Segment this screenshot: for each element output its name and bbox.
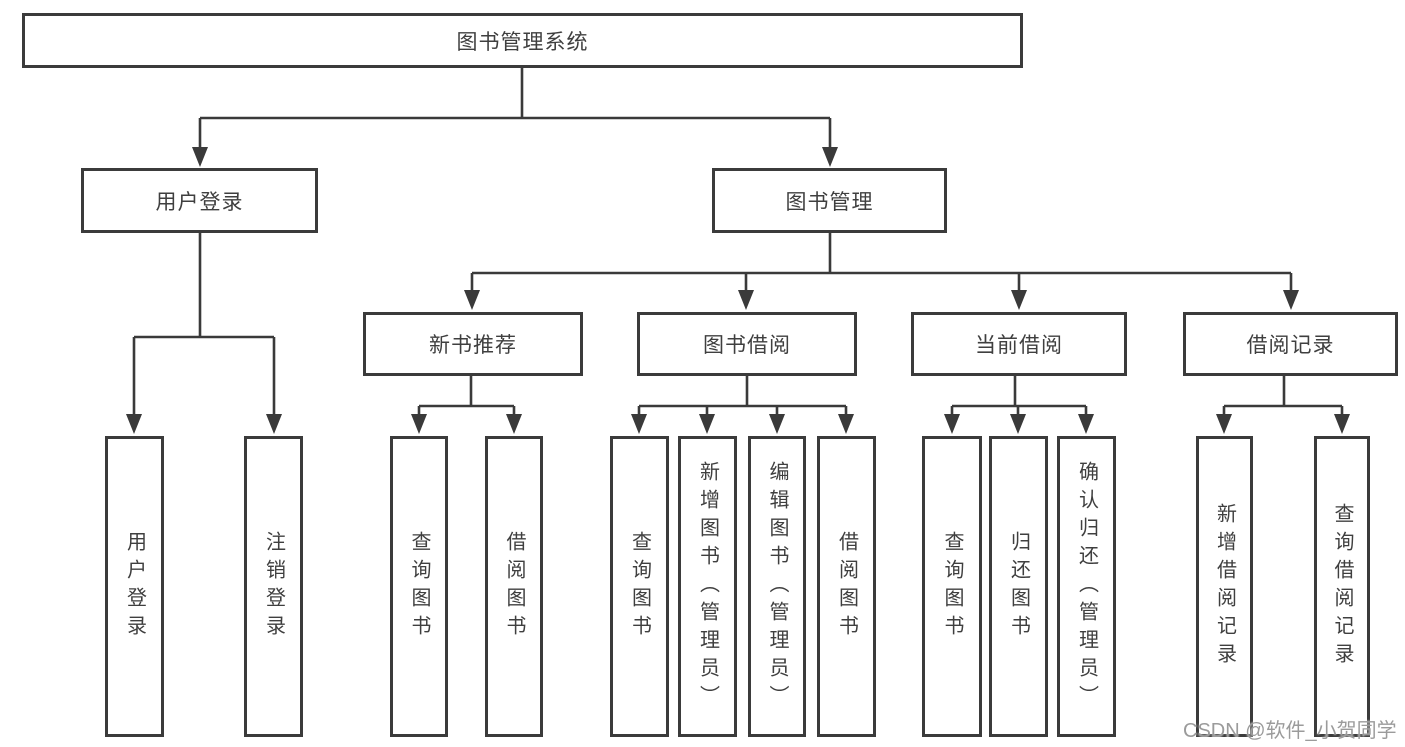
arrowhead	[838, 414, 854, 434]
leaf-current-query-books: 查询图书	[922, 436, 982, 737]
leaf-label: 归还图书	[1007, 530, 1030, 643]
leaf-records-add-record: 新增借阅记录	[1196, 436, 1253, 737]
node-user-login: 用户登录	[81, 168, 318, 233]
leaf-borrow-query-books: 查询图书	[610, 436, 669, 737]
leaf-label: 编辑图书（管理员）	[766, 460, 788, 713]
leaf-label: 查询图书	[408, 530, 430, 643]
connector-book-borrow-branch	[637, 376, 848, 415]
arrowhead	[506, 414, 522, 434]
csdn-watermark: CSDN @软件_小贺同学	[1183, 720, 1397, 742]
node-current-borrow: 当前借阅	[911, 312, 1127, 376]
arrowhead	[822, 147, 838, 167]
leaf-label: 查询图书	[628, 530, 651, 643]
arrowhead	[464, 290, 480, 310]
arrowhead	[699, 414, 715, 434]
leaf-label: 确认归还（管理员）	[1075, 460, 1098, 713]
leaf-newbook-query-books: 查询图书	[390, 436, 448, 737]
arrowhead	[738, 290, 754, 310]
leaf-logout: 注销登录	[244, 436, 303, 737]
leaf-newbook-borrow-books: 借阅图书	[485, 436, 543, 737]
leaf-current-return-books: 归还图书	[989, 436, 1048, 737]
arrowhead	[1010, 414, 1026, 434]
leaf-label: 新增图书（管理员）	[696, 460, 719, 713]
leaf-borrow-borrow-books: 借阅图书	[817, 436, 876, 737]
connector-borrow-records-branch	[1222, 376, 1344, 415]
leaf-label: 借阅图书	[835, 530, 858, 643]
leaf-label: 新增借阅记录	[1213, 502, 1236, 671]
node-book-management: 图书管理	[712, 168, 947, 233]
leaf-borrow-add-books-admin: 新增图书（管理员）	[678, 436, 737, 737]
connector-new-book-branch	[417, 376, 516, 415]
leaf-label: 查询图书	[941, 530, 963, 643]
leaf-label: 注销登录	[262, 530, 285, 643]
arrowhead	[1078, 414, 1094, 434]
node-root-library-system: 图书管理系统	[22, 13, 1023, 68]
arrowhead	[126, 414, 142, 434]
connector-user-login-branch	[132, 233, 276, 415]
leaf-current-confirm-return-admin: 确认归还（管理员）	[1057, 436, 1116, 737]
arrowhead	[1334, 414, 1350, 434]
arrowhead	[631, 414, 647, 434]
node-new-book-recommend: 新书推荐	[363, 312, 583, 376]
connector-current-borrow-branch	[950, 376, 1088, 415]
leaf-borrow-edit-books-admin: 编辑图书（管理员）	[748, 436, 806, 737]
node-book-borrow: 图书借阅	[637, 312, 857, 376]
leaf-label: 用户登录	[123, 530, 146, 643]
arrowhead	[1011, 290, 1027, 310]
leaf-label: 借阅图书	[503, 530, 525, 643]
node-borrow-records: 借阅记录	[1183, 312, 1398, 376]
arrowhead	[1283, 290, 1299, 310]
arrowhead	[1216, 414, 1232, 434]
leaf-label: 查询借阅记录	[1331, 502, 1353, 671]
arrowhead	[944, 414, 960, 434]
arrowhead	[192, 147, 208, 167]
leaf-user-login: 用户登录	[105, 436, 164, 737]
leaf-records-query-record: 查询借阅记录	[1314, 436, 1370, 737]
connector-book-management-branch	[470, 233, 1293, 291]
arrowhead	[266, 414, 282, 434]
arrowhead	[411, 414, 427, 434]
arrowhead	[769, 414, 785, 434]
connector-root-branch	[198, 68, 832, 148]
